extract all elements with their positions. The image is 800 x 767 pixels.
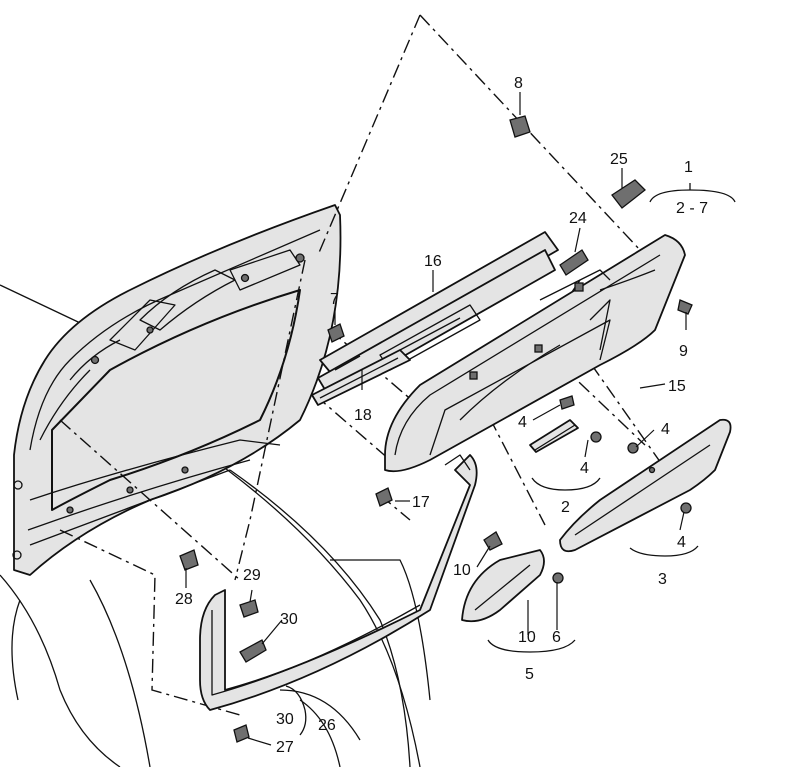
callout-2: 2 (561, 499, 570, 516)
callout-4d: 4 (677, 534, 686, 551)
part-18-strip (311, 349, 411, 406)
callout-17: 17 (412, 494, 430, 511)
callout-7: 7 (330, 291, 339, 308)
callout-8: 8 (514, 75, 523, 92)
callout-4c: 4 (580, 460, 589, 477)
leader-lines (185, 92, 736, 746)
part-2-strip (529, 419, 579, 453)
part-1-main-trim-panel (384, 234, 686, 473)
tailgate-frame (12, 204, 342, 576)
callout-29: 29 (243, 567, 261, 584)
callout-10b: 10 (518, 629, 536, 646)
callout-3: 3 (658, 571, 667, 588)
callout-30b: 30 (276, 711, 294, 728)
callout-labels: 1 2 - 7 8 25 24 16 7 18 9 15 4 4 4 2 17 … (175, 75, 708, 756)
callout-1: 1 (684, 159, 693, 176)
callout-2-7: 2 - 7 (676, 200, 708, 217)
part-3-side-panel (559, 418, 732, 553)
callout-18: 18 (354, 407, 372, 424)
part-26-sill-trim (199, 454, 478, 711)
callout-6: 6 (552, 629, 561, 646)
callout-30a: 30 (280, 611, 298, 628)
callout-9: 9 (679, 343, 688, 360)
fasteners (179, 115, 693, 743)
callout-15: 15 (668, 378, 686, 395)
callout-4a: 4 (518, 414, 527, 431)
callout-5: 5 (525, 666, 534, 683)
callout-28: 28 (175, 591, 193, 608)
callout-16: 16 (424, 253, 442, 270)
callout-26: 26 (318, 717, 336, 734)
callout-27: 27 (276, 739, 294, 756)
callout-4b: 4 (661, 421, 670, 438)
callout-24: 24 (569, 210, 587, 227)
callout-25: 25 (610, 151, 628, 168)
callout-10a: 10 (453, 562, 471, 579)
part-5-lower-trim (461, 549, 545, 623)
